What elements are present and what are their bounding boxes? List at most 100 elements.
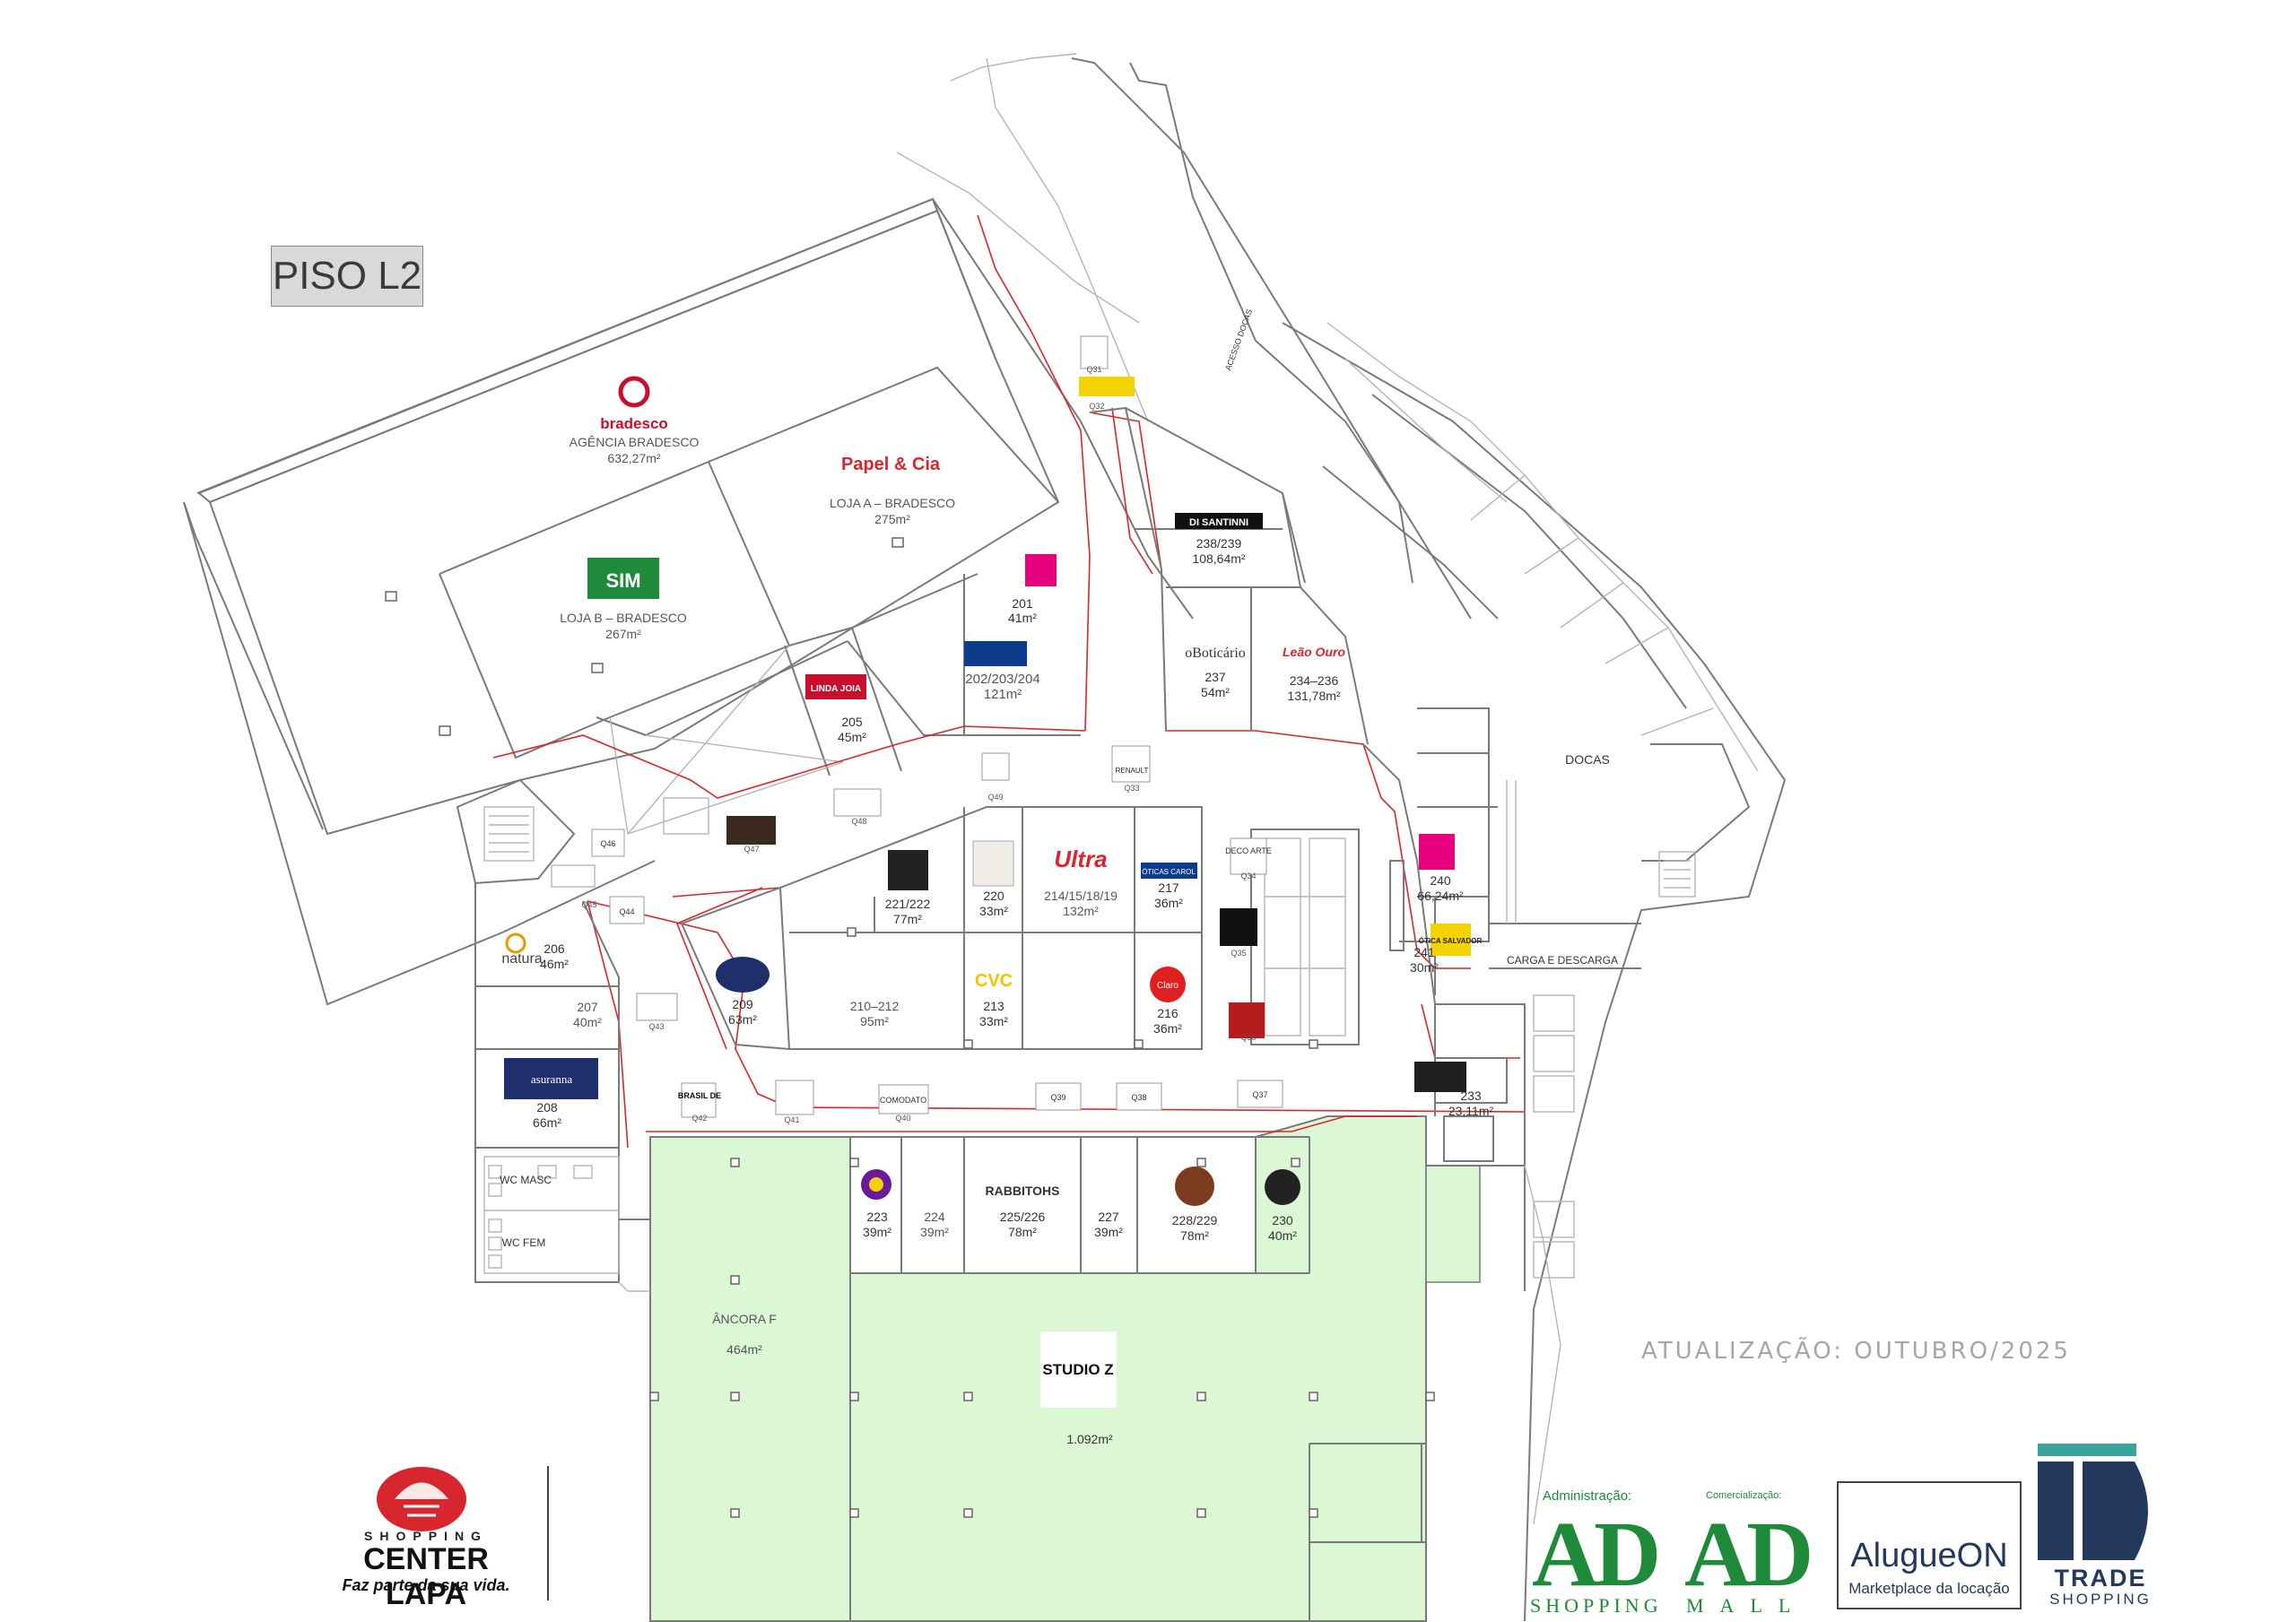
store-area: 40m² [573, 1015, 602, 1029]
update-note: ATUALIZAÇÃO: OUTUBRO/2025 [1641, 1338, 2071, 1365]
otica-salvador-logo: ÓTICA SALVADOR [1419, 937, 1483, 945]
store-area: 77m² [893, 912, 922, 926]
natura-logo: natura [501, 951, 542, 967]
wc-masc-label: WC MASC [500, 1174, 552, 1186]
mall-slogan: Faz parte da sua vida. [342, 1576, 510, 1594]
kiosk-label: Q49 [987, 793, 1003, 802]
store-number: 240 [1430, 873, 1451, 888]
store-area: 95m² [860, 1014, 889, 1028]
store-area: 464m² [726, 1342, 762, 1357]
alugueon-tagline: Marketplace da locação [1848, 1580, 2010, 1597]
store-area: 33m² [979, 1014, 1008, 1028]
kiosk-label: Q38 [1131, 1093, 1146, 1102]
store-area: 46m² [540, 957, 569, 971]
store-area: 267m² [605, 627, 641, 641]
store-number: 227 [1098, 1210, 1119, 1224]
store-area: 63m² [728, 1012, 757, 1027]
store-area: 108,64m² [1192, 551, 1245, 566]
commercialization-caption: Comercialização: [1706, 1490, 1782, 1501]
kiosk-label: Q48 [851, 817, 866, 826]
store-area: 23,11m² [1448, 1104, 1494, 1118]
store-area: 275m² [874, 512, 910, 526]
ancora-f-space[interactable] [649, 1136, 851, 1622]
store-area: 78m² [1180, 1228, 1209, 1243]
linda-joia-logo: LINDA JOIA [811, 684, 861, 694]
store-number: 221/222 [885, 897, 931, 911]
kiosk-label: Q32 [1089, 402, 1104, 411]
brasil-de-logo: BRASIL DE [678, 1091, 721, 1100]
kiosk-label: Q42 [691, 1114, 707, 1123]
store-number: 202/203/204 [965, 672, 1039, 687]
studio-z-logo: STUDIO Z [1042, 1361, 1113, 1378]
kiosk-label: Q45 [581, 900, 596, 909]
comodato-label: COMODATO [880, 1096, 926, 1105]
store-number: 206 [544, 941, 565, 956]
store-area: 39m² [1094, 1225, 1123, 1239]
kiosk-label: Q36 [1240, 1033, 1256, 1042]
column-markers [385, 537, 1435, 1518]
docas-label: DOCAS [1565, 752, 1610, 767]
ad-shopping-caption: SHOPPING [1530, 1594, 1663, 1617]
kiosk-label: Q40 [895, 1114, 910, 1123]
store-area: 30m² [1410, 960, 1439, 975]
store-number: 214/15/18/19 [1044, 889, 1118, 903]
store-number: 230 [1272, 1213, 1293, 1227]
store-area: 54m² [1201, 685, 1230, 699]
cvc-logo: CVC [975, 971, 1013, 991]
kiosk-label: Q43 [648, 1022, 664, 1031]
claro-logo: Claro [1157, 981, 1178, 991]
store-area: 33m² [979, 904, 1008, 918]
store-area: 45m² [838, 730, 866, 744]
kiosk-label: Q46 [600, 839, 615, 848]
kiosk-label: Q44 [619, 907, 634, 916]
kiosks: Q31 Q32 Q33 Q34 Q35 Q36 Q37 Q38 Q39 COMO… [551, 335, 1283, 1124]
asuranna-logo: asuranna [531, 1072, 572, 1086]
store-number: 225/226 [1000, 1210, 1046, 1224]
store-area: 39m² [920, 1225, 949, 1239]
store-area: 66,24m² [1417, 889, 1464, 903]
store-area: 36m² [1153, 1021, 1182, 1036]
kiosk-label: Q47 [744, 845, 759, 854]
wc-fem-label: WC FEM [502, 1236, 546, 1249]
leao-ouro-logo: Leão Ouro [1283, 645, 1345, 659]
kiosk-label: Q33 [1124, 784, 1139, 793]
ad-shopping-logo: AD [1532, 1503, 1661, 1606]
store-name: LOJA A – BRADESCO [830, 496, 955, 510]
store-name: ÂNCORA F [712, 1312, 777, 1326]
trade-caption: SHOPPING [2049, 1591, 2152, 1608]
footer-divider [547, 1466, 549, 1600]
store-area: 632,27m² [607, 451, 660, 465]
store-number: 228/229 [1172, 1213, 1218, 1227]
store-number: 238/239 [1196, 536, 1242, 551]
kiosk-label: Q41 [784, 1115, 799, 1124]
kiosk-label: Q31 [1086, 365, 1101, 374]
kiosk-label: Q39 [1050, 1093, 1065, 1102]
store-number: 210–212 [850, 999, 900, 1013]
store-number: 241 [1413, 945, 1435, 959]
store-area: 132m² [1063, 904, 1099, 918]
brand-logos: bradesco Papel & Cia SIM LINDA JOIA natu… [501, 376, 1483, 1408]
kiosk-label: Q35 [1231, 949, 1246, 958]
store-area: 41m² [1008, 611, 1037, 625]
acesso-docas-label: ACESSO DOCAS [1223, 308, 1254, 371]
store-number: 237 [1205, 670, 1226, 684]
store-number: 208 [536, 1100, 558, 1115]
sim-logo: SIM [605, 569, 640, 592]
store-number: 209 [732, 997, 753, 1011]
kiosk-label: Q34 [1240, 872, 1256, 880]
renault-label: RENAULT [1116, 767, 1149, 775]
store-name: LOJA B – BRADESCO [560, 611, 687, 625]
di-santinni-logo: DI SANTINNI [1189, 517, 1248, 528]
carga-descarga-label: CARGA E DESCARGA [1507, 954, 1618, 967]
store-area: 36m² [1154, 896, 1183, 910]
deco-arte-label: DECO ARTE [1225, 846, 1272, 855]
store-area: 1.092m² [1066, 1432, 1113, 1446]
store-area: 121m² [984, 687, 1022, 702]
store-number: 213 [983, 999, 1004, 1013]
store-area: 78m² [1008, 1225, 1037, 1239]
bradesco-logo: bradesco [600, 415, 668, 432]
papel-cia-logo: Papel & Cia [841, 455, 941, 474]
store-number: 217 [1158, 880, 1179, 895]
store-number: 205 [841, 715, 863, 729]
